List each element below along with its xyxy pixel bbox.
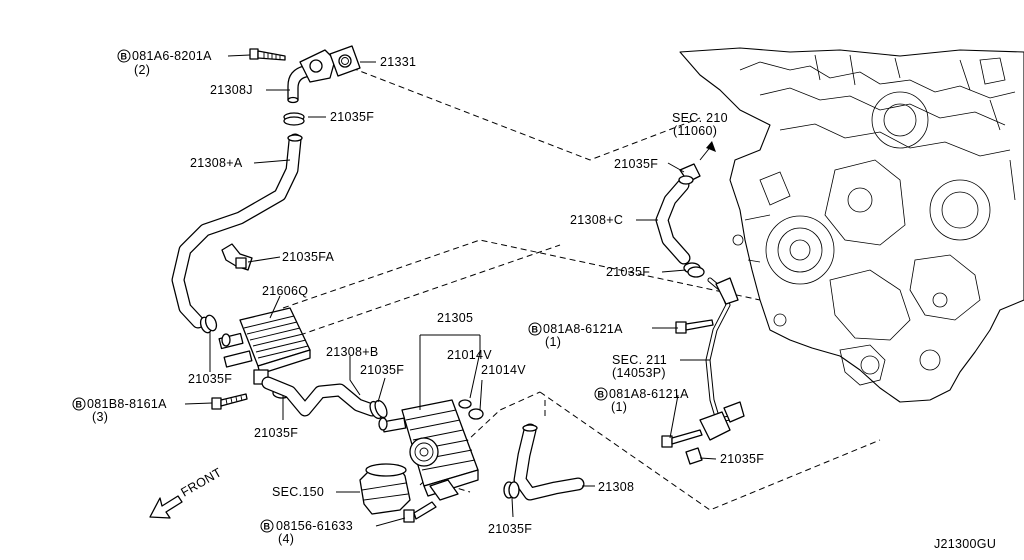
gasket-21331	[329, 45, 361, 77]
fitting-21308j	[287, 49, 336, 104]
o-ring-21014v-b	[468, 408, 484, 420]
clamp-21035f-top	[283, 112, 305, 126]
circled-b-icon	[528, 322, 542, 336]
label-21035f-bottom-left: 21035F	[254, 426, 298, 440]
arrow-front-icon	[149, 495, 183, 519]
label-21308-c: 21308+C	[570, 213, 623, 227]
clamp-21035f-right-top	[678, 163, 701, 185]
qty-081a8-6121a-b: (1)	[611, 400, 627, 414]
label-21308: 21308	[598, 480, 634, 494]
label-21035f-right-mid: 21035F	[606, 265, 650, 279]
clamp-21035fa	[221, 243, 253, 271]
label-21014v-a: 21014V	[447, 348, 492, 362]
clamp-21035f-right-bottom	[685, 447, 703, 465]
leader-lines	[184, 54, 717, 527]
qty-08156-61633: (4)	[278, 532, 294, 546]
label-21606q: 21606Q	[262, 284, 308, 298]
qty-081b8-8161a: (3)	[92, 410, 108, 424]
bolt-081a6-8201a	[249, 48, 286, 61]
bolt-081b8-8161a	[211, 393, 248, 410]
label-sec211: SEC. 211	[612, 353, 667, 367]
label-081a6-8201a: 081A6-8201A	[132, 49, 212, 63]
bolt-prefix-2: B	[76, 400, 83, 410]
label-21035f-right-bottom: 21035F	[720, 452, 764, 466]
label-21308j: 21308J	[210, 83, 253, 97]
bolt-prefix-3: B	[264, 522, 271, 532]
qty-081a8-6121a-a: (1)	[545, 335, 561, 349]
circled-b-icon	[260, 519, 274, 533]
label-21014v-b: 21014V	[481, 363, 526, 377]
pipe-sec211	[699, 277, 745, 441]
part-labels: B 081A6-8201A (2) 21331 21308J 21035F 21…	[72, 49, 764, 546]
label-21035f-mid: 21035F	[360, 363, 404, 377]
bolt-08156-61633	[403, 501, 437, 523]
label-sec210-ref: (11060)	[673, 124, 717, 138]
label-21308-a: 21308+A	[190, 156, 243, 170]
bolt-prefix-5: B	[598, 390, 605, 400]
hose-21308	[513, 423, 585, 501]
circled-b-icon	[72, 397, 86, 411]
clamp-21035f-left	[199, 314, 218, 334]
label-21035fa: 21035FA	[282, 250, 335, 264]
oil-cooler-21305	[378, 399, 479, 501]
clamp-21035f-right-mid	[683, 262, 705, 278]
diagram-code: J21300GU	[934, 537, 996, 551]
o-ring-21014v-a	[458, 399, 472, 409]
label-21035f-left: 21035F	[188, 372, 232, 386]
label-21308-b: 21308+B	[326, 345, 379, 359]
label-21035f-right-top: 21035F	[614, 157, 658, 171]
engine-block	[679, 47, 1024, 403]
label-21305: 21305	[437, 311, 473, 325]
clamp-21035f-mid	[369, 399, 388, 420]
oil-cooler-21606q	[218, 307, 311, 385]
arrow-up-right-icon	[699, 141, 716, 161]
label-21331: 21331	[380, 55, 416, 69]
label-sec210: SEC. 210	[672, 111, 728, 125]
label-sec211-ref: (14053P)	[612, 366, 666, 380]
label-081a8-6121a-a: 081A8-6121A	[543, 322, 623, 336]
label-081a8-6121a-b: 081A8-6121A	[609, 387, 689, 401]
label-sec150: SEC.150	[272, 485, 324, 499]
bolt-prefix-1: B	[121, 52, 128, 62]
bolt-prefix-4: B	[532, 325, 539, 335]
bolt-081a8-6121a-b	[661, 429, 703, 448]
clamp-21035f-bottom	[503, 481, 520, 499]
hose-21308-b	[261, 376, 379, 417]
label-21035f-bottom: 21035F	[488, 522, 532, 536]
bolt-081a8-6121a-a	[675, 319, 714, 334]
label-21035f-top: 21035F	[330, 110, 374, 124]
hose-21308-a	[171, 133, 303, 329]
circled-b-icon	[117, 49, 131, 63]
hose-21308-c	[655, 178, 691, 265]
oil-filter-sec150	[359, 463, 411, 515]
circled-b-icon	[594, 387, 608, 401]
qty-081a6-8201a: (2)	[134, 63, 150, 77]
front-label: FRONT	[179, 465, 225, 499]
label-081b8-8161a: 081B8-8161A	[87, 397, 167, 411]
label-08156-61633: 08156-61633	[276, 519, 353, 533]
